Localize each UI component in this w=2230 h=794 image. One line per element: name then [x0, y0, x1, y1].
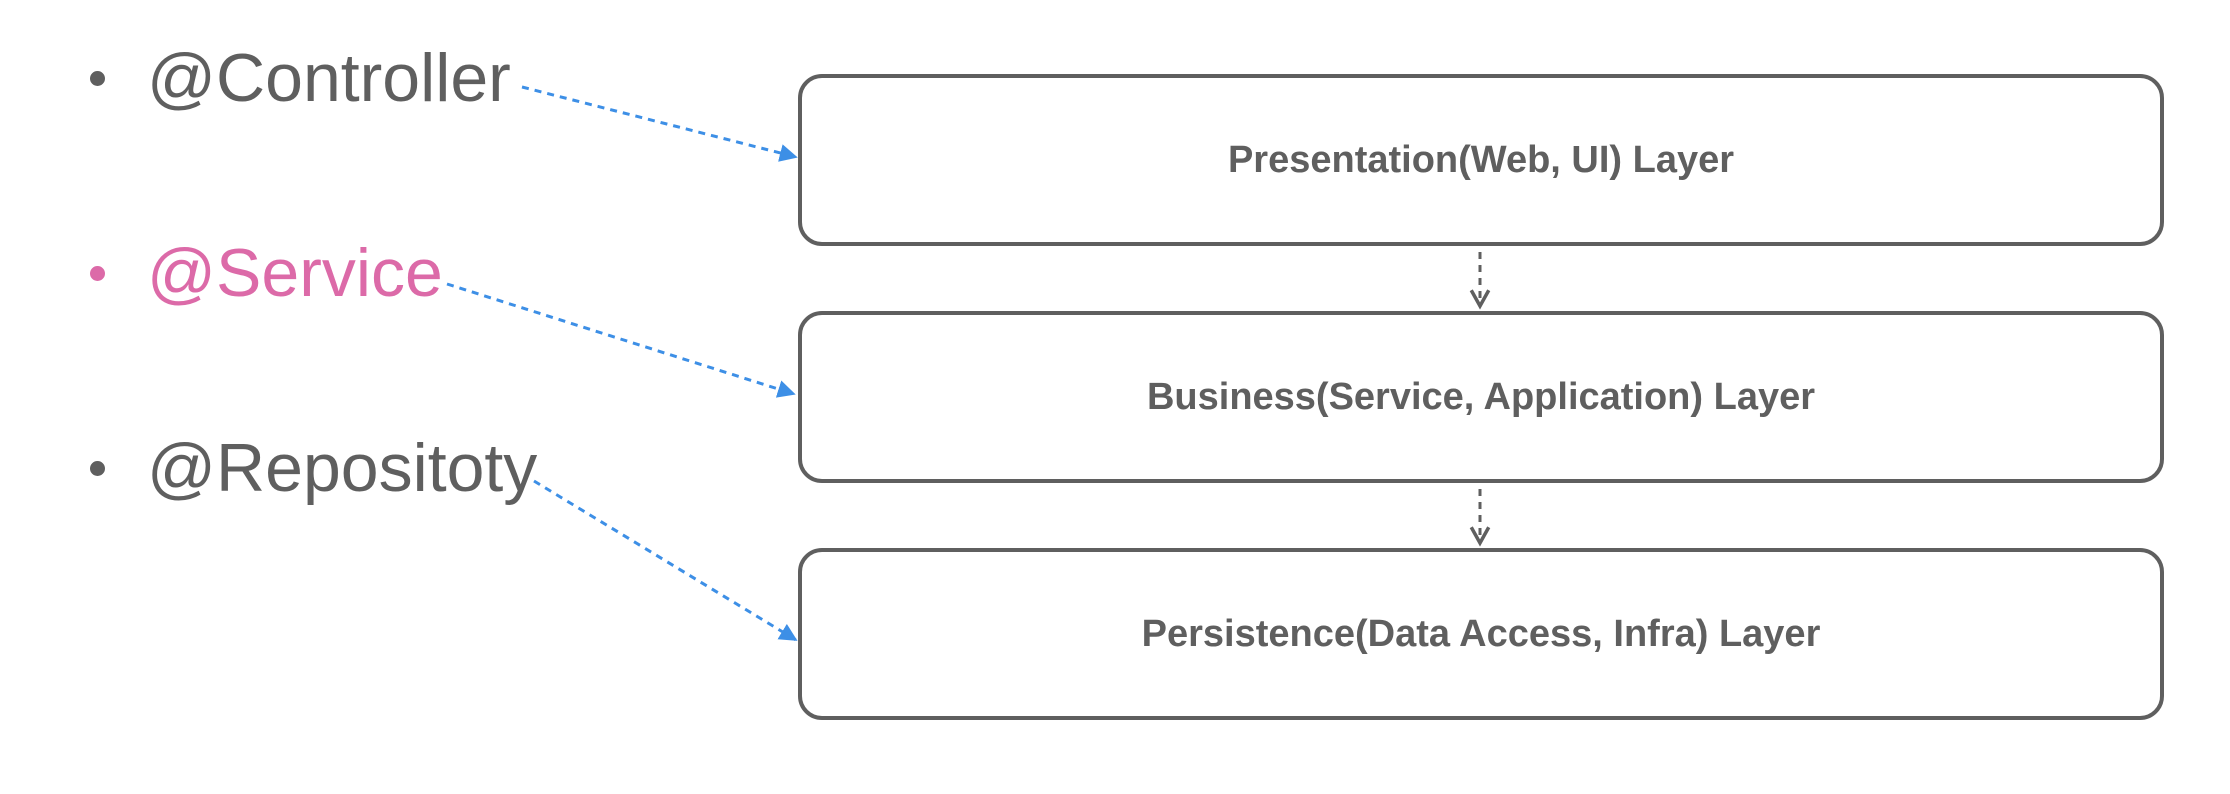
annotation-service: @Service	[90, 228, 443, 318]
layer-box-business: Business(Service, Application) Layer	[798, 311, 2164, 483]
connector-controller-to-presentation	[521, 85, 798, 162]
annotation-repository: @Repositoty	[90, 423, 537, 513]
bullet-dot-icon	[90, 265, 105, 281]
layer-label: Business(Service, Application) Layer	[1146, 375, 1816, 418]
layer-box-persistence: Persistence(Data Access, Infra) Layer	[798, 548, 2164, 720]
annotation-label: @Controller	[147, 40, 511, 116]
layer-label: Presentation(Web, UI) Layer	[1227, 138, 1735, 181]
annotation-controller: @Controller	[90, 33, 511, 123]
annotation-label: @Repositoty	[147, 430, 538, 506]
bullet-dot-icon	[90, 460, 105, 476]
bullet-dot-icon	[90, 70, 105, 86]
connector-repository-to-persistence	[533, 479, 798, 642]
annotation-label: @Service	[147, 235, 443, 311]
layer-box-presentation: Presentation(Web, UI) Layer	[798, 74, 2164, 246]
layer-label: Persistence(Data Access, Infra) Layer	[1141, 612, 1821, 655]
connector-service-to-business	[446, 282, 796, 398]
